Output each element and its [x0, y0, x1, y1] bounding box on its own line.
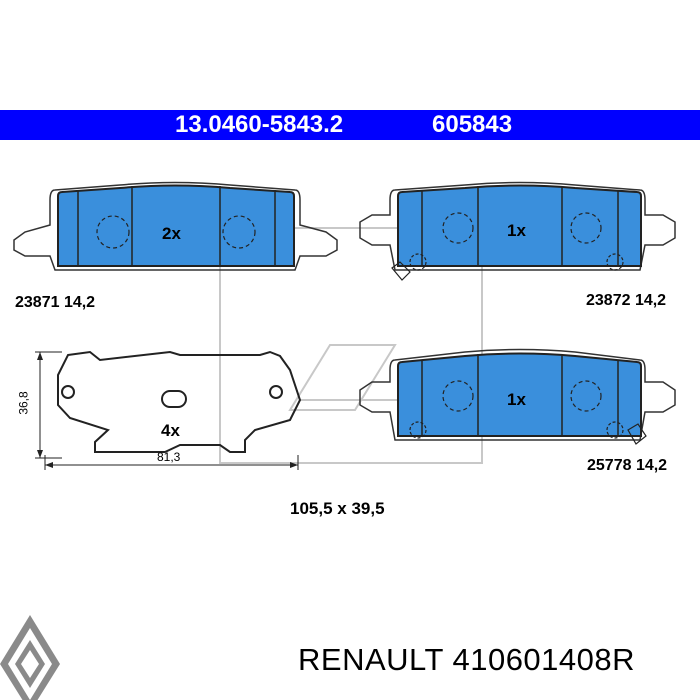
pad-friction-2: [397, 184, 642, 267]
pad-1-qty: 2x: [162, 224, 181, 243]
pad-3-code: 25778 14,2: [587, 457, 668, 474]
pad-friction-3: [397, 352, 642, 437]
pad-2-code: 23872 14,2: [586, 292, 667, 309]
overall-dimensions: 105,5 x 39,5: [290, 499, 385, 518]
pad-2-qty: 1x: [507, 221, 526, 240]
shim-height-dim: 36,8: [16, 391, 31, 415]
brand-name: RENAULT: [298, 642, 444, 677]
renault-logo: [0, 615, 60, 700]
footer-part-line: RENAULT 410601408R: [298, 642, 635, 678]
shim-plate: [35, 350, 302, 470]
pad-1-code: 23871 14,2: [15, 294, 96, 311]
shim-width-dim: 81,3: [157, 450, 181, 464]
wear-indicator-2: [627, 423, 647, 445]
brake-pad-25778: [359, 348, 676, 445]
oem-number: 410601408R: [452, 642, 636, 677]
brake-pad-23871: [13, 181, 338, 271]
pad-friction-1: [57, 184, 295, 267]
header-bar: 13.0460-5843.2 605843: [0, 110, 700, 140]
pad-3-qty: 1x: [507, 390, 526, 409]
shim-qty: 4x: [161, 421, 180, 440]
wear-indicator-1: [391, 261, 411, 281]
brake-pad-23872: [359, 181, 676, 281]
part-number: 13.0460-5843.2: [175, 111, 344, 138]
ref-number: 605843: [432, 111, 513, 138]
